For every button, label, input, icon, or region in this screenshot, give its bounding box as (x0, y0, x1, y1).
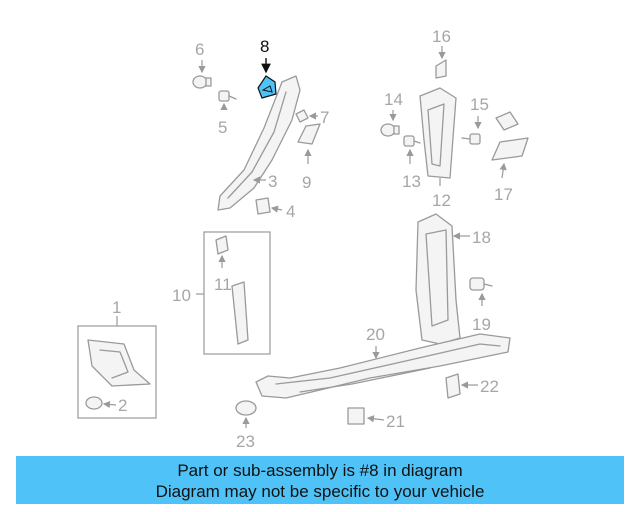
part-15-screw[interactable]: 15 (461, 95, 489, 145)
label-part-14: 14 (384, 90, 403, 109)
parts-diagram: 8 6 5 3 7 9 4 16 (77, 27, 529, 451)
info-banner: Part or sub-assembly is #8 in diagram Di… (16, 456, 624, 504)
banner-line-1: Part or sub-assembly is #8 in diagram (177, 461, 463, 480)
label-part-2: 2 (118, 396, 127, 415)
label-part-9: 9 (302, 173, 311, 192)
part-16-bracket[interactable]: 16 (432, 27, 451, 79)
label-part-3: 3 (268, 172, 277, 191)
part-2-clip[interactable]: 2 (85, 396, 127, 415)
part-12-upper-trim[interactable]: 12 (419, 87, 457, 210)
part-20-sill-plate[interactable]: 20 (255, 325, 511, 399)
part-5-screw[interactable]: 5 (218, 90, 237, 137)
part-21-clip[interactable]: 21 (347, 407, 405, 431)
part-22-clip[interactable]: 22 (445, 373, 499, 399)
label-part-22: 22 (480, 377, 499, 396)
label-part-1: 1 (112, 298, 121, 317)
part-11-trim-strip[interactable]: 11 (214, 235, 249, 345)
part-14-pin[interactable]: 14 (380, 90, 403, 137)
part-8-clip[interactable]: 8 (257, 37, 277, 99)
label-part-18: 18 (472, 228, 491, 247)
label-part-5: 5 (218, 118, 227, 137)
part-10-assembly-box[interactable]: 10 (172, 231, 271, 355)
label-part-8: 8 (260, 37, 269, 56)
label-part-17: 17 (494, 185, 513, 204)
label-part-21: 21 (386, 412, 405, 431)
label-part-23: 23 (236, 432, 255, 451)
label-part-12: 12 (432, 191, 451, 210)
label-part-20: 20 (366, 325, 385, 344)
label-part-10: 10 (172, 286, 191, 305)
label-part-4: 4 (286, 202, 295, 221)
part-13-screw[interactable]: 13 (402, 135, 421, 191)
banner-line-2: Diagram may not be specific to your vehi… (155, 482, 485, 501)
part-4-clip[interactable]: 4 (255, 197, 295, 221)
part-6-pin[interactable]: 6 (192, 40, 212, 89)
label-part-11: 11 (214, 275, 232, 294)
part-7-clip[interactable]: 7 (295, 108, 329, 127)
label-part-7: 7 (320, 108, 329, 127)
part-19-screw[interactable]: 19 (469, 277, 493, 334)
part-23-grommet[interactable]: 23 (235, 400, 257, 451)
part-9-pad[interactable]: 9 (297, 123, 321, 192)
part-1-assembly-box[interactable]: 1 (77, 298, 157, 419)
part-3-pillar-trim[interactable]: 3 (217, 75, 301, 211)
label-part-13: 13 (402, 172, 421, 191)
part-17-handle[interactable]: 17 (491, 111, 529, 204)
label-part-15: 15 (470, 95, 489, 114)
label-part-16: 16 (432, 27, 451, 46)
label-part-19: 19 (472, 315, 491, 334)
label-part-6: 6 (195, 40, 204, 59)
